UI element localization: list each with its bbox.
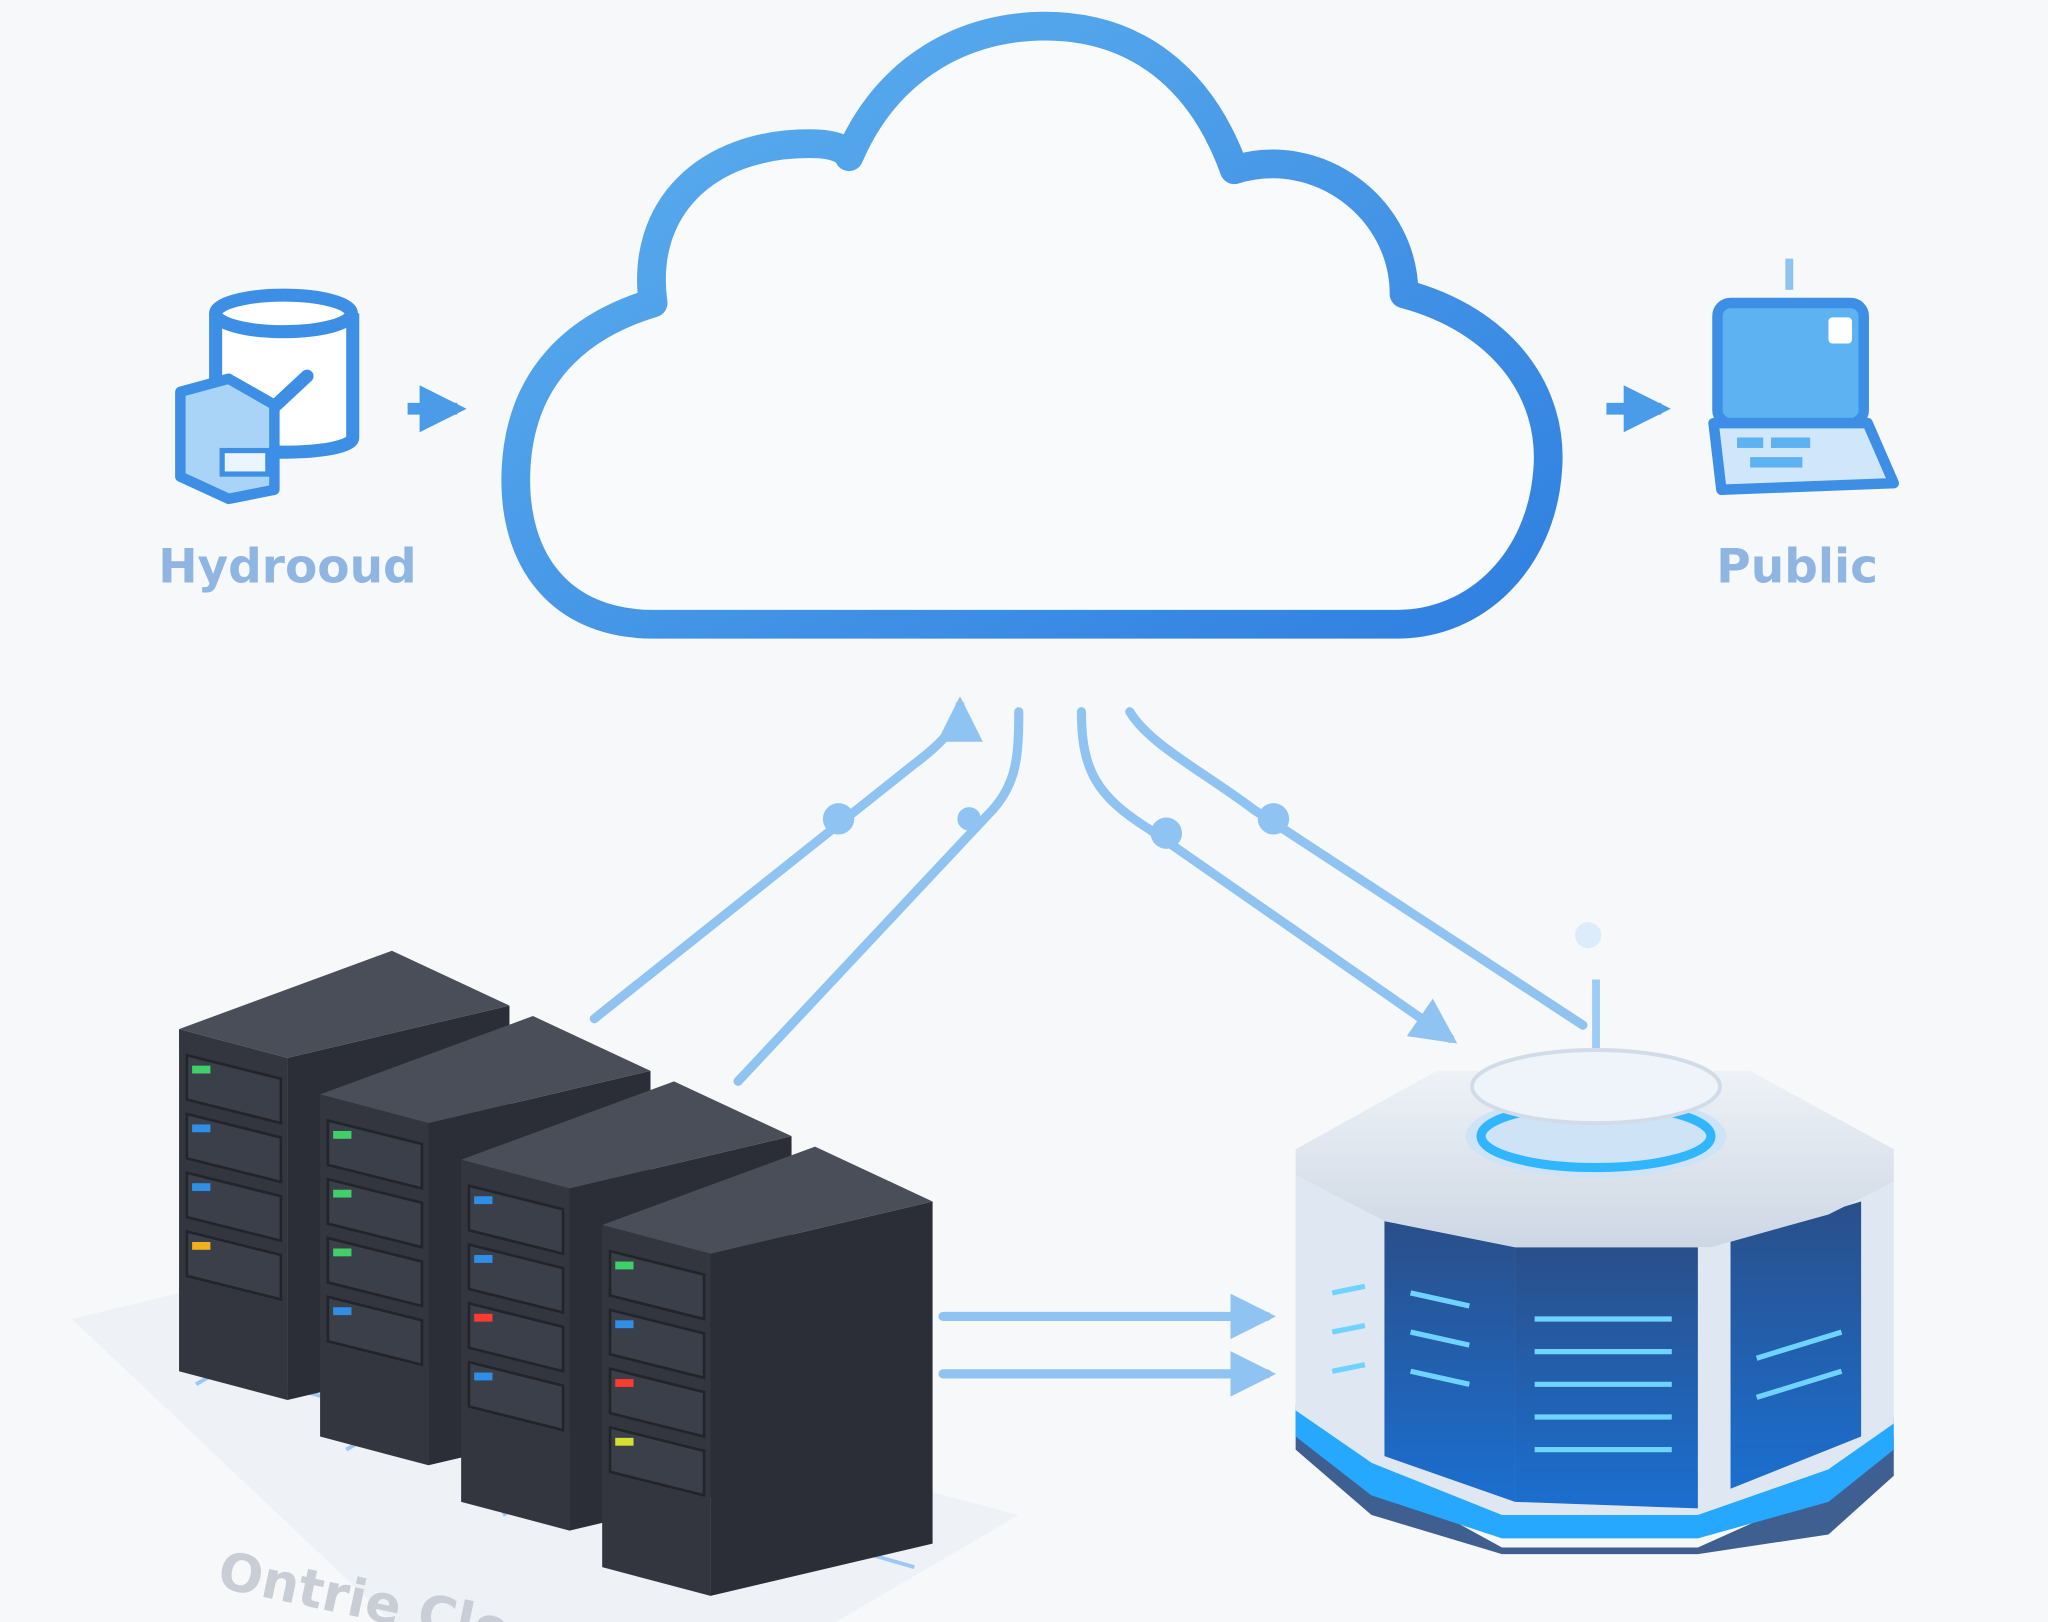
status-led [333, 1307, 352, 1316]
server-rack-icon [179, 950, 933, 1596]
status-led [192, 1241, 211, 1250]
status-led [333, 1189, 352, 1198]
data-center-hub-icon [1295, 922, 1894, 1555]
status-led [474, 1255, 493, 1263]
label-right-target: Public [1716, 539, 1878, 594]
server-tower [602, 1146, 933, 1596]
link-servers-to-cloud-1 [589, 696, 983, 1024]
status-led [615, 1320, 634, 1329]
status-led [333, 1130, 352, 1139]
status-led [192, 1065, 211, 1074]
status-led [615, 1261, 634, 1270]
link-cloud-to-hub-1 [1076, 707, 1458, 1044]
status-led [615, 1437, 634, 1446]
link-servers-to-cloud-2 [733, 707, 1024, 1086]
status-led [192, 1124, 211, 1133]
link-cloud-to-hub-2 [1125, 707, 1588, 1030]
label-left-source: Hydrooud [158, 539, 416, 594]
status-led [474, 1313, 493, 1322]
status-led [333, 1248, 352, 1257]
cloud-icon [501, 11, 1563, 639]
status-led [192, 1183, 211, 1192]
status-led [474, 1196, 493, 1205]
status-led [615, 1379, 634, 1387]
status-led [474, 1372, 493, 1381]
database-check-icon [175, 288, 360, 505]
link-nodes [822, 803, 1290, 849]
connection-lines [589, 696, 1588, 1397]
laptop-icon [1708, 258, 1899, 495]
